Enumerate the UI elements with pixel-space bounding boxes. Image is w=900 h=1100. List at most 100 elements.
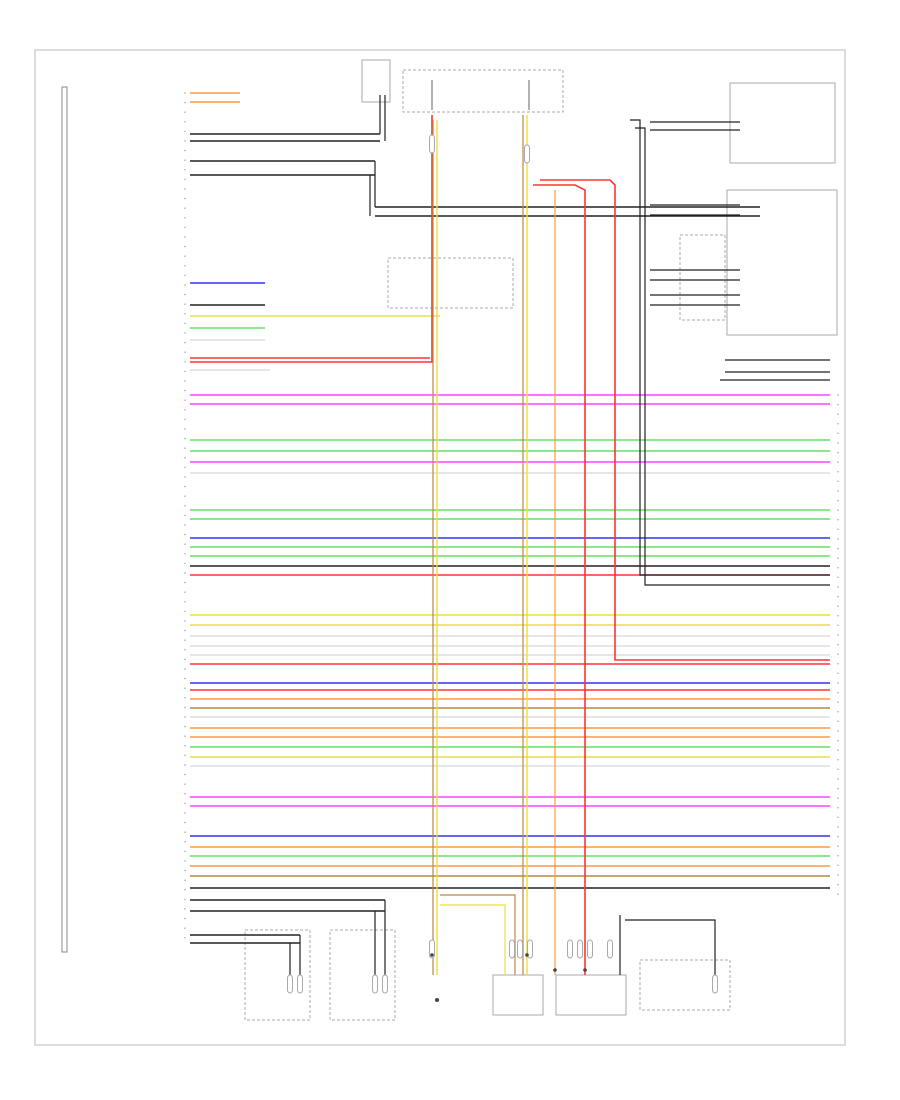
pin-tick [837,615,839,617]
pin-tick [184,735,186,737]
pin-tick [837,432,839,435]
pin-tick [837,471,839,473]
pin-tick [184,447,186,449]
pin-tick [837,711,839,713]
pin-tick [184,322,186,325]
pin-tick [184,217,186,219]
pin-tick [184,620,186,622]
pin-tick [184,524,186,526]
pin-tick [837,547,839,550]
pin-tick [184,927,186,929]
pin-tick [184,399,186,401]
pin-tick [184,639,186,641]
pin-tick [837,528,839,531]
pin-tick [184,485,186,488]
pin-tick [184,543,186,545]
junction-dot [553,968,557,972]
pin-tick [184,409,186,411]
connector-stub [429,134,435,154]
pin-tick [184,601,186,603]
pin-tick [184,380,186,382]
pin-tick [184,562,186,565]
connector-stub [577,939,583,959]
pin-tick [837,423,839,425]
pin-tick [184,802,186,805]
pin-tick [837,413,839,415]
pin-tick [837,778,839,780]
pin-tick [837,499,839,502]
pin-tick [837,816,839,819]
connector-stub [429,939,435,959]
pin-tick [837,595,839,598]
pin-tick [837,797,839,799]
connector-stub [607,939,613,959]
pin-tick [184,869,186,872]
junction-dot [583,968,587,972]
pin-tick [184,716,186,718]
pin-tick [184,610,186,613]
connector-stub [297,974,303,994]
pin-tick [837,624,839,627]
pin-tick [184,908,186,910]
connector-drop [440,904,506,975]
connector-drop [625,919,716,980]
pin-tick [837,663,839,665]
connector-stub [587,939,593,959]
pin-tick [184,207,186,209]
red-loop-wire [540,179,830,661]
pin-tick [837,643,839,646]
pin-tick [184,457,186,459]
pin-tick [184,725,186,728]
pin-tick [184,313,186,315]
connector-stub [712,974,718,994]
pin-tick [184,361,186,363]
pin-tick [837,749,839,751]
pin-tick [837,701,839,703]
pin-tick [184,351,186,353]
pin-tick [184,303,186,305]
pin-tick [184,831,186,833]
pin-tick [184,889,186,891]
pin-tick [184,658,186,661]
pin-tick [184,850,186,853]
pin-tick [184,764,186,766]
pin-tick [837,634,839,636]
pin-tick [837,730,839,732]
pin-tick [184,111,186,113]
pin-tick [184,591,186,593]
pin-tick [184,437,186,440]
pin-tick [837,394,839,396]
pin-tick [837,720,839,723]
pin-tick [184,332,186,334]
pin-tick [184,841,186,843]
pin-tick [184,466,186,469]
pin-tick [184,92,186,94]
pin-tick [837,519,839,521]
pin-tick [837,826,839,828]
pin-tick [184,581,186,584]
pin-tick [184,937,186,939]
pin-tick [184,130,186,133]
module-outline [61,86,68,953]
pin-tick [184,783,186,785]
pin-tick [837,567,839,569]
pin-tick [184,255,186,257]
pin-tick [184,245,186,248]
pin-tick [837,893,839,895]
connector-drop [440,894,516,975]
pin-tick [837,855,839,857]
labels-group [184,92,839,939]
pin-tick [837,807,839,809]
pin-tick [837,576,839,579]
pin-tick [184,188,186,190]
pin-tick [184,677,186,680]
pin-tick [184,159,186,161]
pin-tick [184,917,186,920]
pin-tick [184,514,186,517]
pin-tick [184,293,186,296]
pin-tick [184,274,186,277]
wires-group [190,92,830,1002]
junction-dot [525,953,529,957]
pin-tick [837,787,839,790]
